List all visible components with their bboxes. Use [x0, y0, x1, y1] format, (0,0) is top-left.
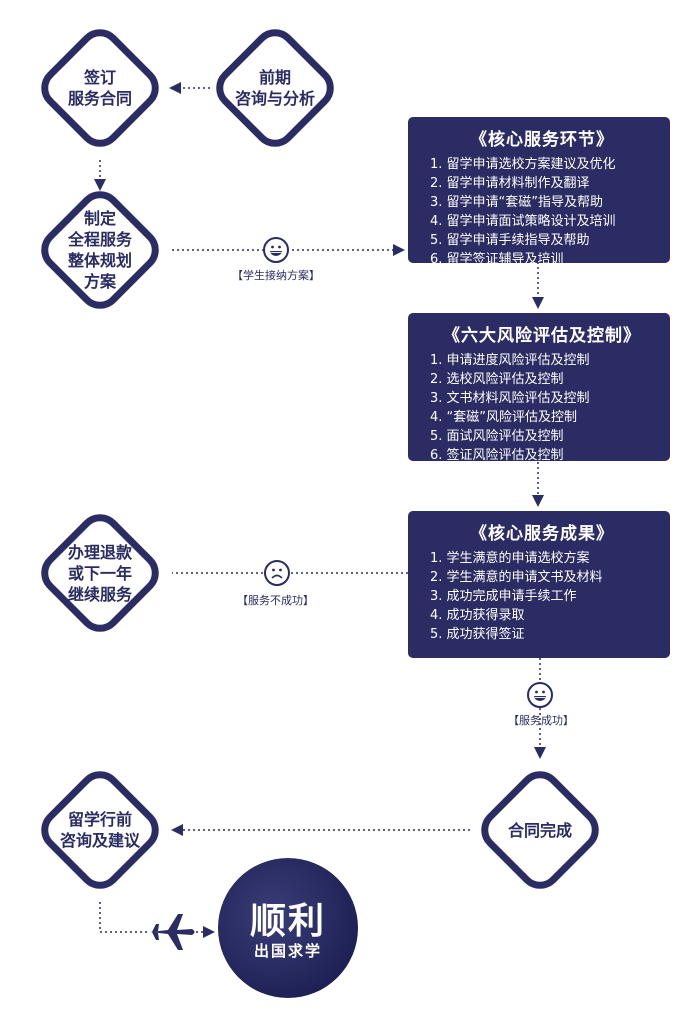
hub-title: 顺利 [249, 901, 326, 942]
core-services-item: 6. 留学签证辅导及培训 [430, 252, 564, 267]
risk-control-box: 《六大风险评估及控制》 1. 申请进度风险评估及控制 2. 选校风险评估及控制 … [408, 313, 670, 463]
predeparture-node: 留学行前 咨询及建议 [30, 760, 170, 900]
grin-icon [527, 682, 553, 708]
fail-label: 【服务不成功】 [237, 594, 314, 607]
results-item: 2. 学生满意的申请文书及材料 [430, 570, 603, 585]
core-services-item: 3. 留学申请“套磁”指导及帮助 [430, 195, 604, 210]
results-title: 《核心服务成果》 [470, 524, 614, 544]
initial-consult-text: 前期 咨询与分析 [234, 68, 315, 108]
service-plan-text: 制定 全程服务 整体规划 方案 [67, 209, 132, 291]
refund-node: 办理退款 或下一年 继续服务 [30, 503, 170, 643]
risk-control-item: 6. 签证风险评估及控制 [430, 448, 564, 463]
risk-control-item: 3. 文书材料风险评估及控制 [430, 391, 590, 406]
sign-contract-text: 签订 服务合同 [67, 68, 132, 108]
core-services-title: 《核心服务环节》 [470, 130, 614, 150]
sign-contract-node: 签订 服务合同 [30, 18, 170, 158]
airplane-icon [150, 914, 195, 950]
risk-control-item: 4. “套磁”风险评估及控制 [430, 410, 578, 425]
results-item: 3. 成功完成申请手续工作 [430, 589, 577, 604]
success-hub: 顺利 出国求学 [218, 858, 358, 998]
hub-subtitle: 出国求学 [253, 942, 322, 960]
results-item: 4. 成功获得录取 [430, 608, 525, 623]
refund-text: 办理退款 或下一年 继续服务 [67, 542, 132, 604]
service-plan-node: 制定 全程服务 整体规划 方案 [30, 180, 170, 320]
contract-complete-text: 合同完成 [507, 820, 572, 840]
sad-icon [264, 560, 290, 586]
risk-control-item: 1. 申请进度风险评估及控制 [430, 353, 590, 368]
initial-consult-node: 前期 咨询与分析 [205, 18, 345, 158]
risk-control-title: 《六大风险评估及控制》 [443, 326, 641, 346]
grin-icon [263, 237, 289, 263]
core-services-box: 《核心服务环节》 1. 留学申请选校方案建议及优化 2. 留学申请材料制作及翻译… [408, 117, 670, 267]
risk-control-item: 5. 面试风险评估及控制 [430, 429, 564, 444]
core-services-item: 4. 留学申请面试策略设计及培训 [430, 214, 616, 229]
success-label: 【服务成功】 [508, 714, 574, 727]
core-services-item: 1. 留学申请选校方案建议及优化 [430, 157, 616, 172]
results-item: 1. 学生满意的申请选校方案 [430, 551, 590, 566]
core-services-item: 2. 留学申请材料制作及翻译 [430, 176, 590, 191]
contract-complete-node: 合同完成 [470, 760, 610, 900]
results-box: 《核心服务成果》 1. 学生满意的申请选校方案 2. 学生满意的申请文书及材料 … [408, 511, 670, 658]
risk-control-item: 2. 选校风险评估及控制 [430, 372, 564, 387]
results-item: 5. 成功获得签证 [430, 627, 525, 642]
core-services-item: 5. 留学申请手续指导及帮助 [430, 233, 590, 248]
accept-label: 【学生接纳方案】 [232, 269, 320, 282]
predeparture-text: 留学行前 咨询及建议 [59, 810, 140, 850]
arrow-predeparture-to-success [99, 902, 150, 933]
